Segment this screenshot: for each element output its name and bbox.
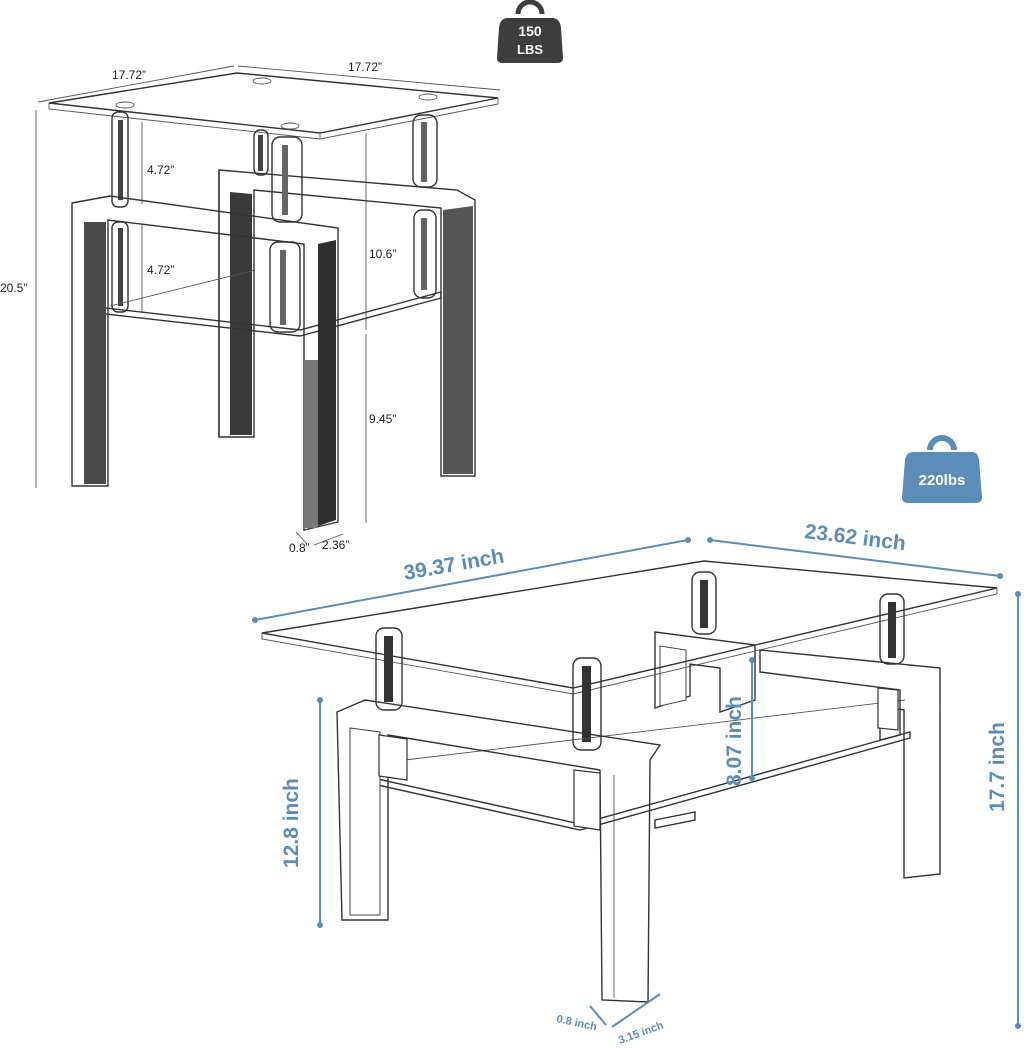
coffee-table-back-frame: [654, 631, 756, 713]
weight-220lbs-icon: 220lbs: [902, 435, 982, 503]
end-table-posts: [111, 111, 438, 333]
coffee-table-posts: [375, 571, 905, 751]
coffee-table-shelf-gap-label: 8.07 inch: [723, 696, 746, 786]
end-table-leg-width-label: 2.36”: [322, 538, 349, 552]
coffee-table-diagram: 220lbs: [252, 435, 1021, 1047]
coffee-table-leg-width-label: 3.15 inch: [617, 1019, 666, 1046]
weight-150-value: 150: [518, 23, 542, 39]
coffee-table-bottom-shelf: [354, 699, 911, 831]
end-table-leg-height-label: 9.45”: [369, 412, 396, 426]
end-table-front-frame: [71, 195, 339, 531]
end-table-gap-lower-label: 4.72”: [147, 263, 174, 277]
weight-150lbs-icon: 150 LBS: [497, 0, 563, 63]
coffee-table-leg-thickness-label: 0.8 inch: [555, 1013, 598, 1033]
end-table-width-right-label: 17.72”: [348, 60, 382, 74]
weight-220lbs-label: 220lbs: [919, 472, 966, 489]
end-table-diagram: 150 LBS: [0, 0, 563, 555]
weight-lbs-unit: LBS: [517, 42, 543, 57]
end-table-gap-upper-label: 4.72”: [147, 163, 174, 177]
coffee-table-dimension-lines: [252, 537, 1021, 1029]
end-table-back-frame: [218, 169, 476, 477]
coffee-table-height-label: 17.7 inch: [986, 722, 1009, 812]
end-table-total-height-label: 20.5”: [0, 281, 27, 295]
coffee-table-top-glass: [261, 560, 998, 695]
end-table-shelf-to-top-label: 10.6”: [369, 247, 396, 261]
end-table-width-left-label: 17.72”: [112, 68, 146, 82]
coffee-table-front-frame: [336, 649, 941, 1003]
coffee-table-leg-height-label: 12.8 inch: [280, 778, 303, 868]
coffee-table-width-label: 23.62 inch: [803, 520, 907, 555]
coffee-table-length-label: 39.37 inch: [402, 545, 506, 585]
end-table-top-glass: [48, 72, 499, 140]
end-table-dimension-lines: [35, 65, 501, 546]
end-table-bottom-shelf: [87, 269, 442, 337]
end-table-leg-thickness-label: 0.8”: [289, 541, 310, 555]
